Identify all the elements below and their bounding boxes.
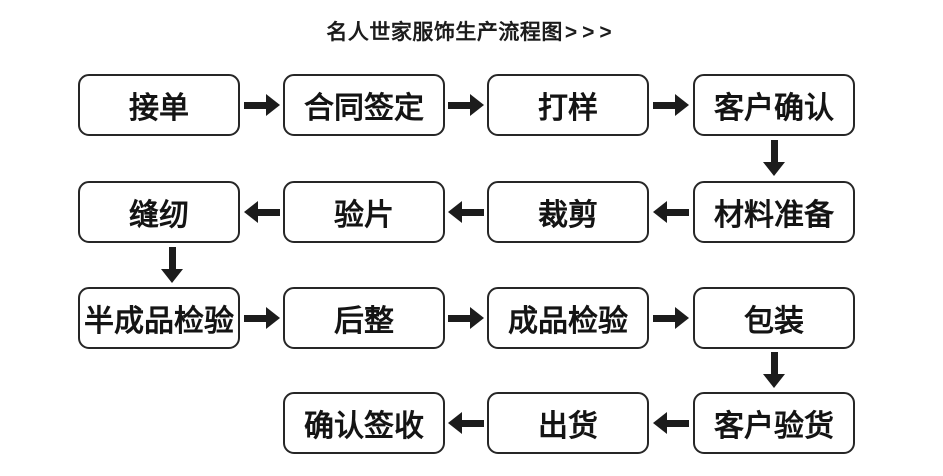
title-chevrons: >>> [564, 21, 617, 44]
arrow-right-icon [653, 94, 689, 116]
node-sampling: 打样 [487, 74, 649, 136]
node-finishing: 后整 [283, 287, 445, 349]
node-semi-finished-inspection: 半成品检验 [78, 287, 240, 349]
arrow-right-icon [448, 94, 484, 116]
node-receive-order: 接单 [78, 74, 240, 136]
node-sewing: 缝纫 [78, 181, 240, 243]
node-contract-signing: 合同签定 [283, 74, 445, 136]
arrow-right-icon [244, 307, 280, 329]
node-cutting: 裁剪 [487, 181, 649, 243]
arrow-left-icon [448, 412, 484, 434]
page-title: 名人世家服饰生产流程图>>> [0, 16, 943, 46]
node-customer-confirm: 客户确认 [693, 74, 855, 136]
node-material-preparation: 材料准备 [693, 181, 855, 243]
arrow-left-icon [653, 201, 689, 223]
arrow-right-icon [653, 307, 689, 329]
node-packaging: 包装 [693, 287, 855, 349]
node-finished-inspection: 成品检验 [487, 287, 649, 349]
node-confirm-receipt: 确认签收 [283, 392, 445, 454]
node-panel-inspection: 验片 [283, 181, 445, 243]
arrow-down-icon [161, 247, 183, 283]
arrow-down-icon [763, 140, 785, 176]
page-title-text: 名人世家服饰生产流程图 [326, 21, 563, 44]
arrow-right-icon [244, 94, 280, 116]
arrow-left-icon [244, 201, 280, 223]
arrow-right-icon [448, 307, 484, 329]
arrow-left-icon [653, 412, 689, 434]
node-customer-goods-inspection: 客户验货 [693, 392, 855, 454]
node-shipment: 出货 [487, 392, 649, 454]
arrow-down-icon [763, 352, 785, 388]
arrow-left-icon [448, 201, 484, 223]
